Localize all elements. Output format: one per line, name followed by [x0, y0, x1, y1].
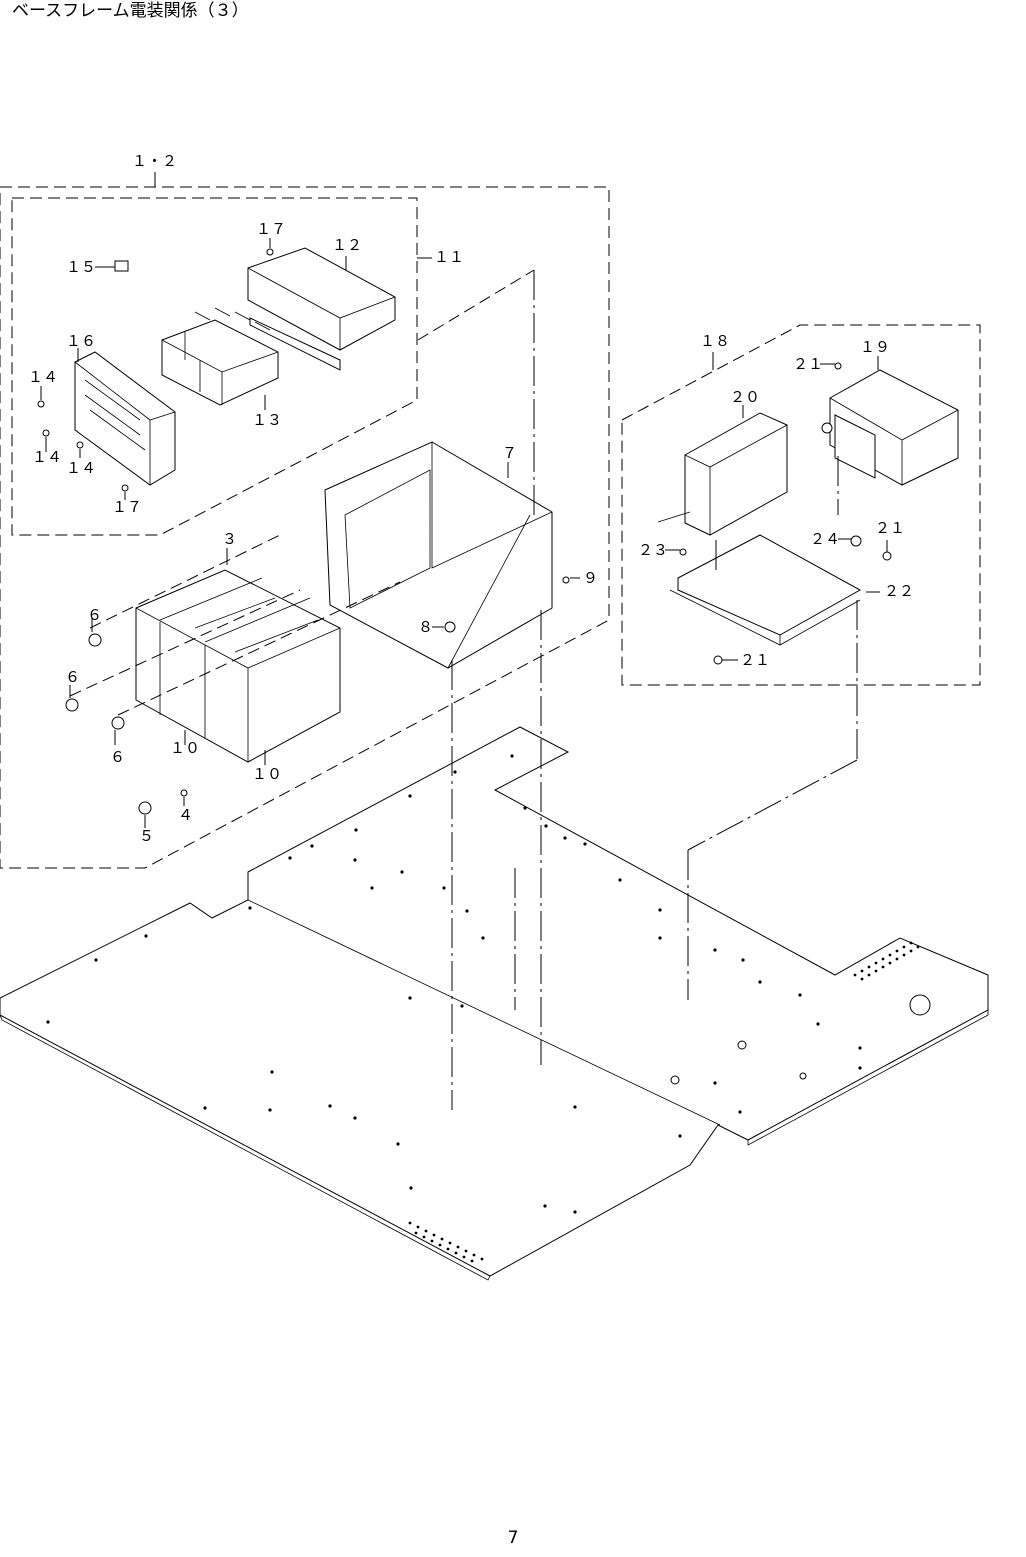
- label-12: １２: [332, 236, 362, 254]
- label-5: ５: [139, 827, 154, 845]
- label-14-a: １４: [28, 368, 58, 386]
- label-7: ７: [502, 444, 517, 462]
- part-20-module: [658, 405, 787, 535]
- label-17-b: １７: [112, 498, 142, 516]
- label-15: １５: [66, 258, 96, 276]
- label-24: ２４: [810, 530, 840, 548]
- label-3: ３: [222, 530, 237, 548]
- part-15-connector: [95, 261, 128, 271]
- label-20: ２０: [730, 388, 760, 406]
- part-19-transformer: [820, 356, 958, 485]
- label-9: ９: [583, 569, 598, 587]
- label-13: １３: [252, 411, 282, 429]
- label-19: １９: [860, 338, 890, 356]
- label-14-b: １４: [32, 448, 62, 466]
- part-7-bracket: [325, 442, 552, 668]
- page-number: 7: [0, 1528, 1026, 1548]
- label-21-a: ２１: [793, 355, 823, 373]
- label-18: １８: [700, 332, 730, 350]
- label-14-c: １４: [66, 459, 96, 477]
- label-16: １６: [66, 332, 96, 350]
- label-8: ８: [418, 618, 433, 636]
- label-23: ２３: [638, 541, 668, 559]
- label-11: １１: [434, 248, 464, 266]
- part-10-main-box: [136, 548, 340, 765]
- label-17-a: １７: [256, 220, 286, 238]
- label-21-c: ２１: [740, 651, 770, 669]
- label-10-b: １０: [252, 765, 282, 783]
- label-6-a: ６: [87, 606, 102, 624]
- label-1-2: １・２: [132, 152, 177, 170]
- group-18-boundary: [622, 325, 980, 685]
- label-6-b: ６: [65, 668, 80, 686]
- label-21-b: ２１: [875, 519, 905, 537]
- label-22: ２２: [884, 582, 914, 600]
- label-6-c: ６: [110, 748, 125, 766]
- label-10-a: １０: [170, 739, 200, 757]
- label-4: ４: [178, 806, 193, 824]
